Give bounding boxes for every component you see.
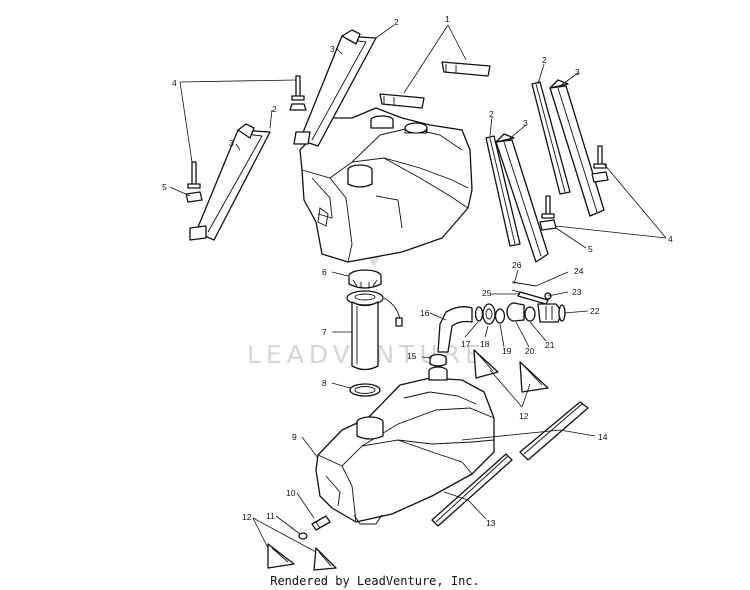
callout-3: 3 <box>523 118 528 128</box>
tether-chain <box>511 281 537 295</box>
cap-seal <box>524 306 536 322</box>
hose-clamp <box>429 353 447 367</box>
bolt-right-upper <box>591 145 609 183</box>
pad-triangle-a <box>473 349 499 379</box>
cap-tether <box>517 291 552 305</box>
rendered-by-credit: Rendered by LeadVenture, Inc. <box>270 574 480 588</box>
bracket-left-upper <box>293 29 377 147</box>
callout-labels: 1 2 3 2 3 4 5 2 3 2 3 4 5 6 7 8 9 10 11 … <box>162 14 673 528</box>
callout-2: 2 <box>489 109 494 119</box>
pad-triangle-b <box>519 361 549 393</box>
callout-13: 13 <box>486 518 496 528</box>
upper-fuel-tank <box>299 107 473 263</box>
callout-2: 2 <box>542 55 547 65</box>
callout-25: 25 <box>482 288 492 298</box>
lower-fuel-tank <box>315 366 495 525</box>
filler-hose <box>437 306 473 353</box>
callout-18: 18 <box>480 339 490 349</box>
callout-7: 7 <box>322 327 327 337</box>
pad-strip-13 <box>431 453 513 527</box>
callout-15: 15 <box>407 351 417 361</box>
fuel-cap <box>537 303 566 323</box>
fuel-pump-assembly <box>346 290 403 371</box>
bolt-left-upper <box>289 75 307 111</box>
callout-9: 9 <box>292 432 297 442</box>
bolt-right-lower <box>539 195 557 231</box>
callout-12: 12 <box>242 512 252 522</box>
drain-fitting <box>311 515 331 531</box>
callout-14: 14 <box>598 432 608 442</box>
filler-ring <box>474 306 484 322</box>
filler-neck-gasket <box>494 308 506 324</box>
callout-21: 21 <box>545 340 555 350</box>
callout-2: 2 <box>272 104 277 114</box>
callout-5: 5 <box>162 182 167 192</box>
bolt-left-lower <box>185 161 203 203</box>
callout-20: 20 <box>525 346 535 356</box>
filler-neck-spout <box>506 302 525 322</box>
bracket-right-outer <box>531 79 605 217</box>
callout-24: 24 <box>574 266 584 276</box>
strap-lower <box>379 93 425 109</box>
pad-triangle-d <box>313 547 337 571</box>
callout-4: 4 <box>172 78 177 88</box>
callout-23: 23 <box>572 287 582 297</box>
callout-17: 17 <box>461 339 471 349</box>
callout-5: 5 <box>588 244 593 254</box>
strap-upper <box>441 61 491 77</box>
callout-3: 3 <box>229 138 234 148</box>
callout-12: 12 <box>519 411 529 421</box>
callout-4: 4 <box>668 234 673 244</box>
callout-2: 2 <box>394 17 399 27</box>
callout-11: 11 <box>266 511 275 521</box>
pad-triangle-c <box>267 543 295 569</box>
callout-1: 1 <box>445 14 450 24</box>
pump-gasket <box>349 383 381 397</box>
callout-22: 22 <box>590 306 600 316</box>
callout-6: 6 <box>322 267 327 277</box>
bracket-left-lower <box>189 123 271 241</box>
callout-26: 26 <box>512 260 522 270</box>
drain-washer <box>298 532 308 540</box>
bracket-right-inner <box>485 133 549 263</box>
callout-16: 16 <box>420 308 430 318</box>
callout-3: 3 <box>575 67 580 77</box>
callout-8: 8 <box>322 378 327 388</box>
callout-10: 10 <box>286 488 296 498</box>
callout-19: 19 <box>502 346 512 356</box>
callout-3: 3 <box>330 44 335 54</box>
filler-neck-nut <box>482 303 496 325</box>
leader-lines <box>169 24 667 553</box>
lock-ring <box>348 269 382 289</box>
